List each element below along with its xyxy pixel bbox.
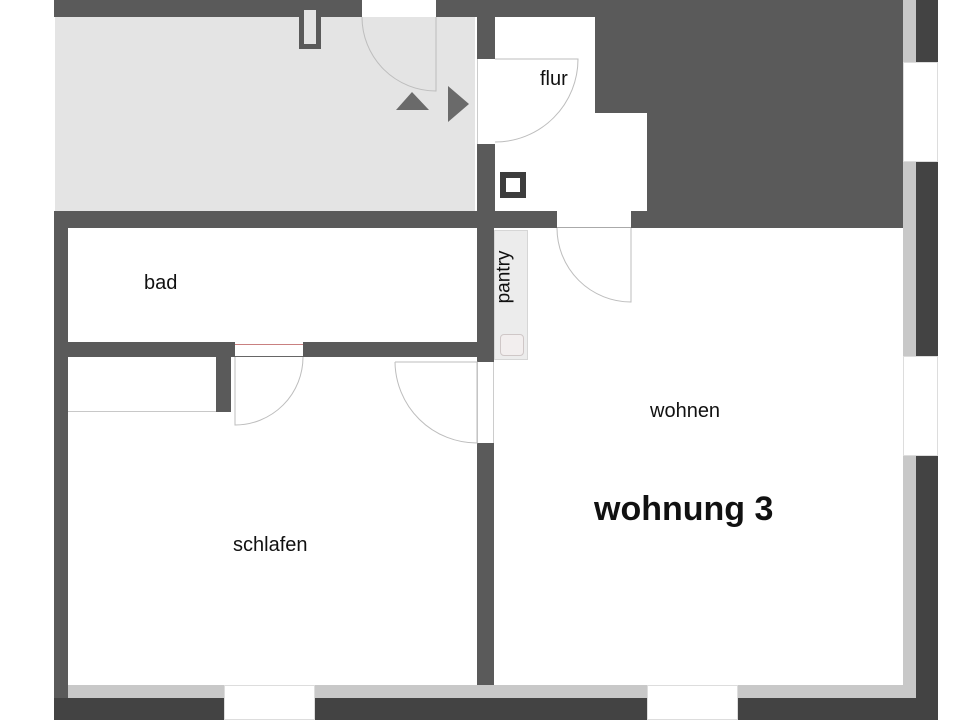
apartment-title: wohnung 3 xyxy=(594,490,774,528)
room-label-schlafen: schlafen xyxy=(233,534,308,556)
stairwell-block xyxy=(595,17,903,113)
room-label-flur: flur xyxy=(540,68,568,90)
room-label-wohnen: wohnen xyxy=(650,400,721,422)
flur-area-ext xyxy=(595,113,647,210)
corridor-south-wall xyxy=(54,211,557,228)
bad-door-swing-icon xyxy=(234,356,304,426)
closet-divider xyxy=(216,357,231,412)
top-wall xyxy=(54,0,904,17)
shared-corridor-area xyxy=(55,16,475,211)
arrow-right-icon xyxy=(448,86,469,122)
corridor-door-swing-icon xyxy=(361,16,437,92)
arrow-up-icon xyxy=(396,92,429,110)
bad-south-wall-east xyxy=(303,342,477,357)
east-window-2 xyxy=(903,356,938,456)
sink-icon xyxy=(500,334,524,356)
top-door-opening xyxy=(362,0,436,17)
east-wall-shade xyxy=(903,0,916,697)
central-wall-lower xyxy=(477,443,494,686)
flur-west-wall-lower xyxy=(477,144,495,212)
west-wall xyxy=(54,211,68,720)
flur-west-wall xyxy=(477,17,495,59)
wohnen-door-swing-icon xyxy=(556,227,632,303)
room-label-bad: bad xyxy=(144,272,178,294)
east-window-1 xyxy=(903,62,938,162)
schlafen-door-swing-icon xyxy=(394,361,478,444)
flur-door-opening xyxy=(477,59,496,144)
wohnen-door-opening xyxy=(557,211,631,228)
room-label-pantry: pantry xyxy=(493,250,515,304)
central-wall-upper xyxy=(477,228,494,362)
bad-door-sill xyxy=(235,344,303,357)
bad-south-wall xyxy=(54,342,235,357)
shaft-icon xyxy=(299,5,321,49)
south-window-2 xyxy=(647,685,738,720)
stairwell-block-lower xyxy=(647,113,903,211)
wohnen-north-wall xyxy=(631,211,903,228)
flur-door-swing-icon xyxy=(494,58,579,143)
chimney-icon xyxy=(500,172,526,198)
closet-line xyxy=(68,411,216,412)
